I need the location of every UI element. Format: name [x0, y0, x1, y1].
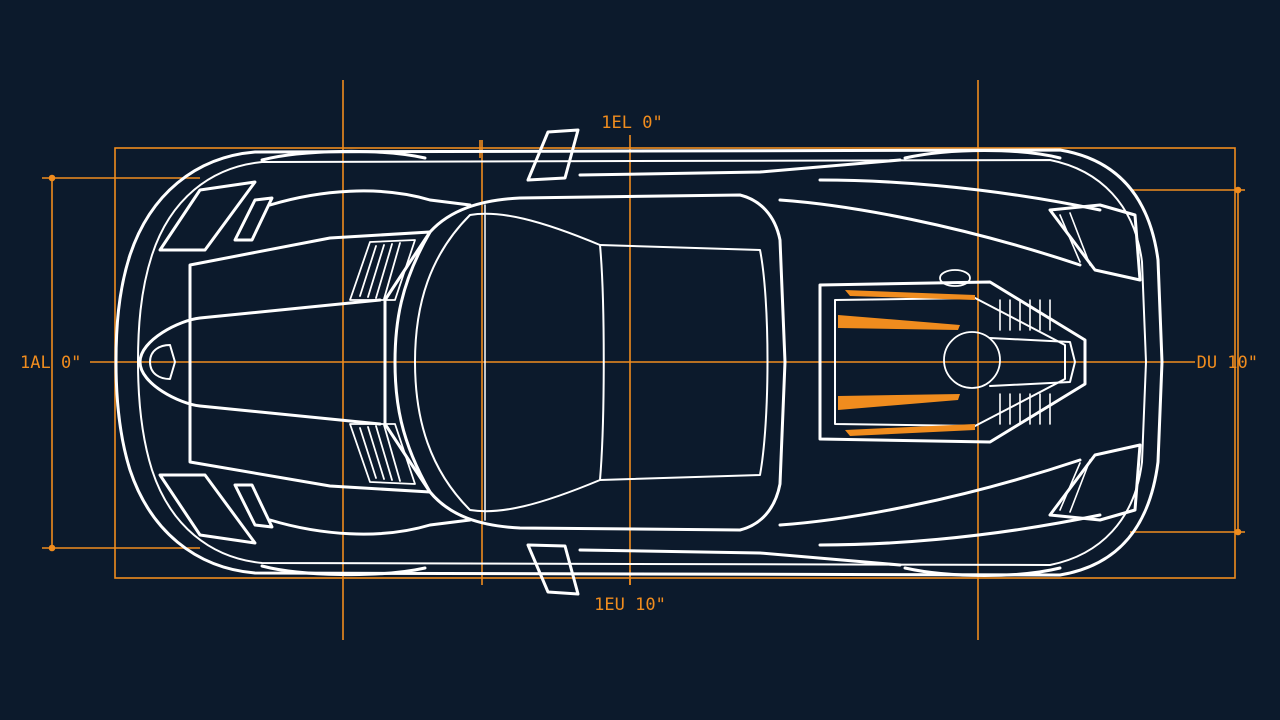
engine-cover: [818, 280, 1087, 444]
roof-panel: [599, 244, 769, 481]
side-line-right: [578, 548, 902, 567]
side-intake-right: [778, 458, 1082, 527]
rear-vent-left: [1059, 212, 1091, 266]
rear-left-wheel: [903, 149, 1062, 160]
windshield: [414, 212, 605, 513]
accent-stripe: [845, 424, 975, 436]
dimension-label-top: 1EL 0": [601, 113, 662, 133]
inner-body-outline: [137, 159, 1147, 566]
front-right-wheel: [260, 564, 427, 577]
fender-line-left: [268, 189, 472, 207]
dimension-label-bottom: 1EU 10": [594, 595, 666, 615]
dim-dot: [48, 544, 56, 552]
headlight-left: [158, 180, 257, 252]
rear-right-wheel: [903, 566, 1062, 577]
side-line-left: [578, 158, 902, 177]
dim-dot: [48, 174, 56, 182]
nose-tip: [149, 344, 176, 380]
fender-line-right: [268, 518, 472, 536]
rear-vent-right: [1059, 459, 1091, 513]
accent-stripe: [838, 394, 960, 410]
headlight-right: [158, 473, 257, 545]
dimension-label-left: 1AL 0": [20, 353, 81, 373]
front-vent-left: [233, 196, 274, 242]
body-outline: [114, 148, 1164, 577]
rear-louvers-right: [999, 393, 1051, 425]
dimension-label-right: DU 10": [1197, 353, 1258, 373]
mirror-right: [526, 543, 580, 596]
rear-haunch-right: [818, 513, 1102, 547]
engine-intake-circle: [943, 331, 1001, 389]
mirror-left: [526, 128, 580, 182]
side-intake-left: [778, 198, 1082, 267]
accent-stripe: [845, 290, 975, 300]
front-vent-right: [233, 483, 274, 529]
cabin-outline: [393, 193, 787, 532]
engine-cap: [939, 269, 971, 287]
dim-dot: [1234, 528, 1242, 536]
hood-vent-right: [349, 423, 416, 485]
rear-louvers-left: [999, 299, 1051, 331]
car-outline: [114, 128, 1164, 596]
engine-spine: [989, 337, 1076, 387]
engine-accents: [838, 290, 975, 436]
front-left-wheel: [260, 149, 427, 162]
dimension-lines: [42, 80, 1245, 640]
dim-dot: [1234, 186, 1242, 194]
rear-haunch-left: [818, 178, 1102, 212]
nose-ridge: [138, 298, 382, 426]
accent-stripe: [838, 315, 960, 330]
hood-vent-left: [349, 239, 416, 301]
